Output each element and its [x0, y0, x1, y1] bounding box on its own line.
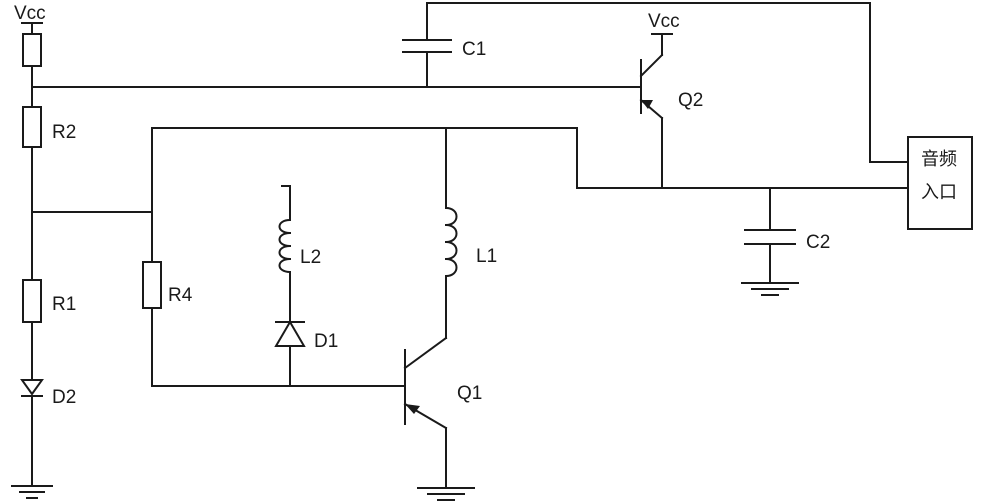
ground-symbol-q1: [417, 487, 475, 501]
l2-label: L2: [300, 247, 321, 268]
r1-label: R1: [52, 294, 76, 315]
vcc-right-label: Vcc: [648, 11, 680, 32]
audio-input-box: 音频 入口: [907, 136, 973, 230]
c1-label: C1: [462, 39, 486, 60]
d2-label: D2: [52, 387, 76, 408]
audio-input-label-line1: 音频: [921, 149, 957, 170]
resistor-r4: R4: [142, 261, 193, 309]
top-resistor: [22, 33, 42, 67]
inductor-l2: L2: [278, 185, 321, 274]
capacitor-c2: C2: [744, 187, 830, 284]
resistor-r2: R2: [22, 106, 76, 148]
vcc-left-label: Vcc: [14, 3, 46, 24]
resistor-r1: R1: [22, 279, 76, 323]
diode-d1: D1: [274, 320, 338, 352]
q1-label: Q1: [457, 383, 482, 404]
diode-d2: D2: [20, 379, 76, 408]
r4-label: R4: [168, 285, 193, 306]
vcc-supply-left: Vcc: [14, 3, 46, 35]
c2-label: C2: [806, 232, 830, 253]
audio-input-label-line2: 入口: [921, 182, 957, 203]
ground-symbol-left: [11, 485, 53, 499]
inductor-l1: L1: [444, 206, 497, 278]
capacitor-c1: C1: [402, 2, 486, 88]
d1-label: D1: [314, 331, 338, 352]
l1-label: L1: [476, 246, 497, 267]
ground-symbol-c2: [741, 282, 799, 296]
r2-label: R2: [52, 122, 76, 143]
q2-label: Q2: [678, 90, 703, 111]
transistor-q1: Q1: [403, 336, 482, 489]
vcc-supply-right: Vcc: [648, 11, 680, 35]
transistor-q2: Q2: [639, 33, 703, 189]
